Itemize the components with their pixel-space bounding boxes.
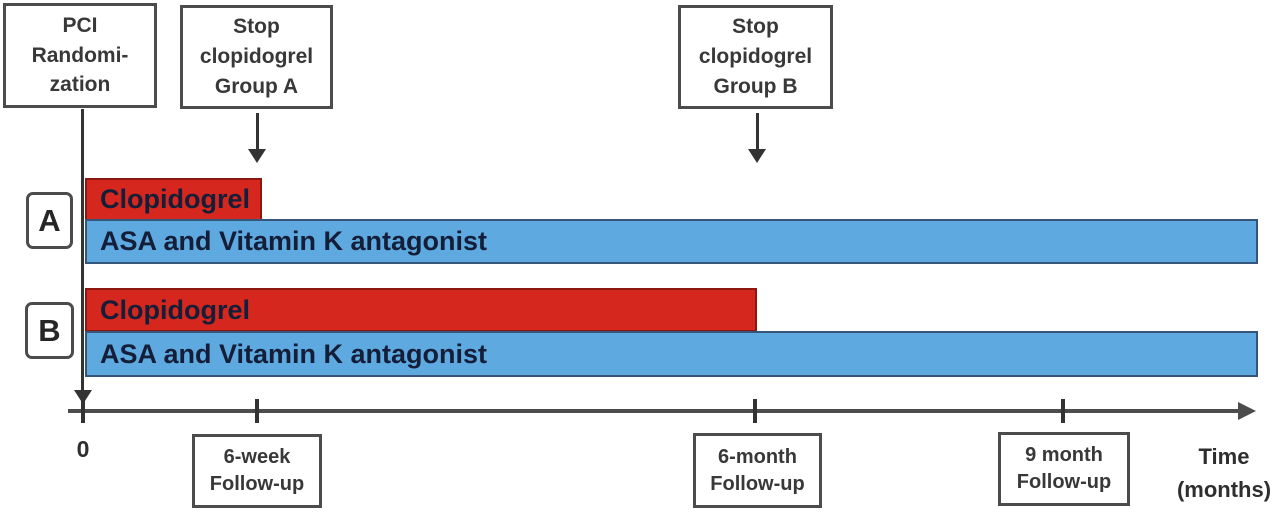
followup-6-month-line2: Follow-up bbox=[710, 472, 805, 495]
randomization-line bbox=[81, 109, 84, 391]
group-a-clopidogrel-bar: Clopidogrel bbox=[85, 178, 262, 221]
stop-a-line1: Stop bbox=[233, 15, 280, 39]
tick-6-week bbox=[255, 399, 259, 423]
stop-b-line2: clopidogrel bbox=[698, 45, 813, 69]
followup-9-month-line2: Follow-up bbox=[1016, 471, 1112, 493]
time-axis bbox=[68, 409, 1240, 413]
stop-clopidogrel-group-a-box: Stop clopidogrel Group A bbox=[180, 5, 333, 109]
stop-b-line1: Stop bbox=[732, 15, 779, 39]
group-b-asa-vka-bar: ASA and Vitamin K antagonist bbox=[85, 331, 1258, 377]
stop-b-arrow-icon bbox=[748, 149, 766, 163]
tick-9-month bbox=[1061, 399, 1065, 423]
stop-a-line2: clopidogrel bbox=[199, 45, 314, 69]
axis-time-label-line1: Time bbox=[1198, 444, 1250, 469]
group-a-clopidogrel-label: Clopidogrel bbox=[100, 184, 250, 214]
stop-a-line3: Group A bbox=[214, 74, 299, 98]
randomization-arrow-icon bbox=[74, 390, 92, 404]
group-b-clopidogrel-bar: Clopidogrel bbox=[85, 288, 757, 332]
group-a-asa-vka-label: ASA and Vitamin K antagonist bbox=[100, 226, 488, 256]
stop-b-line3: Group B bbox=[713, 74, 798, 98]
axis-zero-label: 0 bbox=[76, 436, 90, 462]
group-b-label-box: B bbox=[25, 302, 74, 359]
tick-6-month bbox=[753, 399, 757, 423]
tick-0 bbox=[81, 399, 85, 423]
time-axis-arrow-icon bbox=[1238, 402, 1256, 420]
group-b-label: B bbox=[38, 312, 61, 348]
followup-6-month-box: 6-month Follow-up bbox=[693, 433, 822, 508]
group-b-clopidogrel-label: Clopidogrel bbox=[100, 294, 250, 325]
group-a-label: A bbox=[38, 202, 61, 238]
followup-6-week-box: 6-week Follow-up bbox=[192, 434, 322, 508]
pci-box-line2: Randomi- bbox=[31, 43, 129, 67]
followup-6-month-line1: 6-month bbox=[718, 445, 797, 468]
stop-a-arrow-icon bbox=[248, 149, 266, 163]
stop-clopidogrel-group-b-box: Stop clopidogrel Group B bbox=[678, 5, 833, 109]
followup-6-week-line2: Follow-up bbox=[209, 473, 305, 495]
followup-6-week-line1: 6-week bbox=[223, 446, 291, 468]
group-a-asa-vka-bar: ASA and Vitamin K antagonist bbox=[85, 219, 1258, 264]
stop-b-arrow-shaft bbox=[756, 113, 759, 150]
followup-9-month-line1: 9 month bbox=[1025, 444, 1103, 466]
pci-randomization-box: PCI Randomi- zation bbox=[3, 3, 157, 108]
followup-9-month-box: 9 month Follow-up bbox=[998, 432, 1130, 506]
axis-time-label-line2: (months) bbox=[1176, 477, 1272, 502]
group-a-label-box: A bbox=[26, 192, 73, 249]
pci-box-line3: zation bbox=[49, 73, 111, 97]
pci-box-line1: PCI bbox=[62, 13, 98, 37]
stop-a-arrow-shaft bbox=[256, 113, 259, 150]
axis-time-label: Time (months) bbox=[1168, 440, 1280, 506]
group-b-asa-vka-label: ASA and Vitamin K antagonist bbox=[100, 338, 488, 369]
